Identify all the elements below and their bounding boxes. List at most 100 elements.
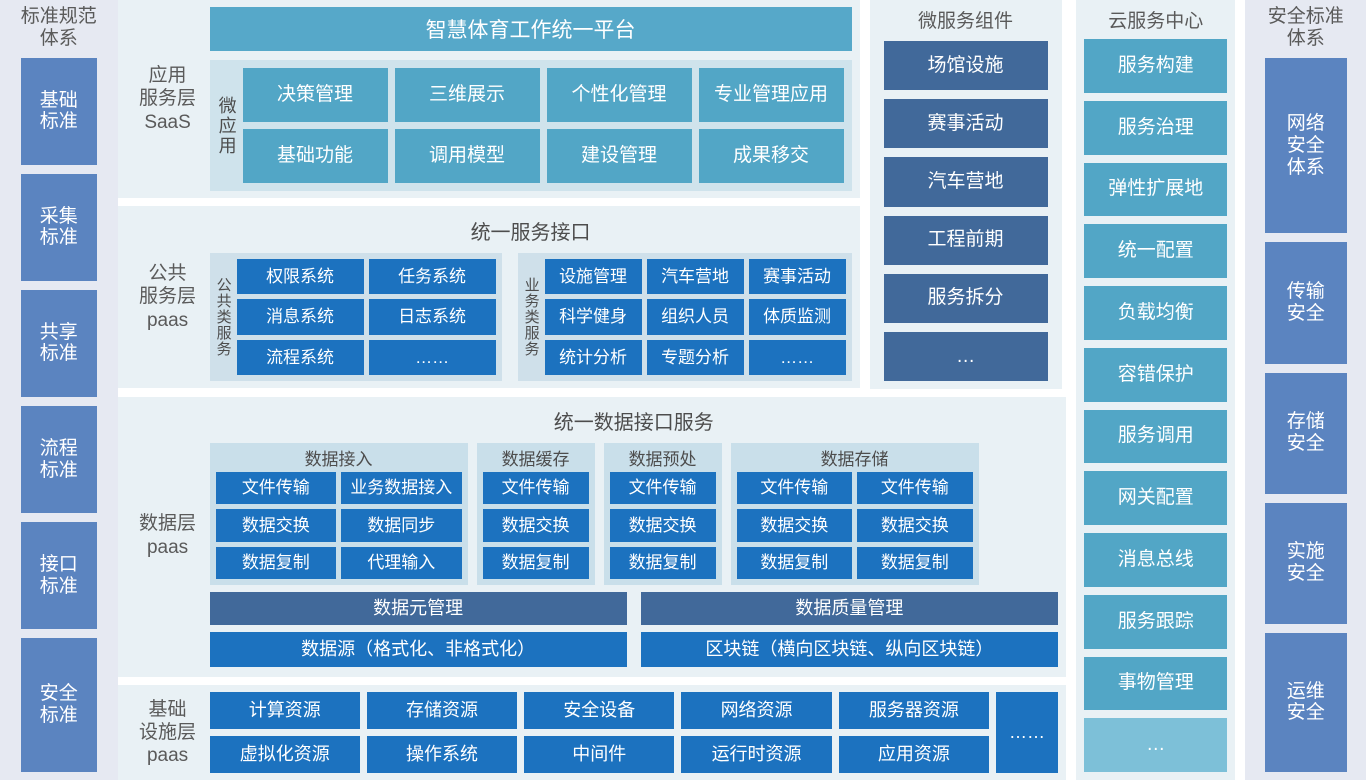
biz-service-item-0[interactable]: 设施管理 <box>544 259 642 295</box>
cloud-item-7[interactable]: 网关配置 <box>1084 471 1228 525</box>
security-item-0[interactable]: 网络 安全 体系 <box>1264 57 1347 234</box>
infra-item-6[interactable]: 操作系统 <box>366 736 518 773</box>
cloud-item-5[interactable]: 容错保护 <box>1084 347 1228 402</box>
data-preprocess-item-0[interactable]: 文件传输 <box>609 472 716 505</box>
data-access-item-3[interactable]: 数据同步 <box>341 509 462 542</box>
security-item-3[interactable]: 实施 安全 <box>1264 502 1347 624</box>
biz-service-item-1[interactable]: 汽车营地 <box>646 259 744 295</box>
infra-item-1[interactable]: 存储资源 <box>366 692 518 729</box>
pub-service-item-0[interactable]: 权限系统 <box>236 259 364 295</box>
data-cache-item-0[interactable]: 文件传输 <box>482 472 589 505</box>
microservice-item-4[interactable]: 服务拆分 <box>883 273 1048 323</box>
biz-service-item-8[interactable]: …… <box>748 339 846 375</box>
infra-item-4[interactable]: 服务器资源 <box>838 692 989 729</box>
blockchain[interactable]: 区块链（横向区块链、纵向区块链） <box>640 632 1058 667</box>
biz-service-item-5[interactable]: 体质监测 <box>748 299 846 335</box>
data-storage-item-2[interactable]: 数据交换 <box>736 509 853 542</box>
public-service-layer: 公共 服务层 paas 统一服务接口 公共类服务 权限系统 <box>117 206 860 388</box>
data-source[interactable]: 数据源（格式化、非格式化） <box>209 632 627 667</box>
cloud-item-1[interactable]: 服务治理 <box>1084 100 1228 155</box>
cloud-item-2[interactable]: 弹性扩展地 <box>1084 162 1228 217</box>
public-service-layer-label: 公共 服务层 paas <box>139 263 197 331</box>
standard-item-2[interactable]: 共享 标准 <box>20 289 97 397</box>
cloud-item-3[interactable]: 统一配置 <box>1084 224 1228 278</box>
unified-service-interface-banner: 统一服务接口 <box>470 221 591 244</box>
cloud-item-6[interactable]: 服务调用 <box>1084 409 1228 464</box>
infrastructure-layer: 基础 设施层 paas 计算资源 存储资源 安全设备 网络资源 服务器资源 虚拟… <box>117 685 1066 780</box>
pub-service-item-3[interactable]: 日志系统 <box>368 299 496 335</box>
biz-service-item-2[interactable]: 赛事活动 <box>748 259 846 295</box>
biz-service-item-3[interactable]: 科学健身 <box>544 299 642 335</box>
security-item-2[interactable]: 存储 安全 <box>1264 372 1347 494</box>
app-item-5[interactable]: 调用模型 <box>394 129 540 183</box>
data-preprocess-item-2[interactable]: 数据复制 <box>609 546 716 579</box>
data-storage-item-4[interactable]: 数据复制 <box>736 546 853 579</box>
standard-item-3[interactable]: 流程 标准 <box>20 406 97 514</box>
spacer <box>1066 0 1076 780</box>
biz-service-item-6[interactable]: 统计分析 <box>544 339 642 375</box>
data-quality-management[interactable]: 数据质量管理 <box>640 591 1058 625</box>
cloud-item-8[interactable]: 消息总线 <box>1084 533 1228 587</box>
data-access-item-5[interactable]: 代理输入 <box>341 546 462 579</box>
biz-service-item-7[interactable]: 专题分析 <box>646 339 744 375</box>
standard-item-0[interactable]: 基础 标准 <box>20 57 97 165</box>
microservice-item-more[interactable]: … <box>883 331 1048 382</box>
infra-item-more[interactable]: …… <box>996 692 1058 773</box>
pub-service-item-4[interactable]: 流程系统 <box>236 339 364 375</box>
standard-item-5[interactable]: 安全 标准 <box>20 638 97 772</box>
infra-item-5[interactable]: 虚拟化资源 <box>209 736 360 773</box>
right-security-title-line2: 体系 <box>1286 28 1325 50</box>
pub-service-item-2[interactable]: 消息系统 <box>236 299 364 335</box>
data-access-item-4[interactable]: 数据复制 <box>215 546 337 579</box>
cloud-item-more[interactable]: … <box>1084 718 1228 772</box>
data-access-item-1[interactable]: 业务数据接入 <box>341 472 462 505</box>
data-storage-item-3[interactable]: 数据交换 <box>857 509 973 542</box>
data-access-item-2[interactable]: 数据交换 <box>215 509 337 542</box>
data-preprocess-item-1[interactable]: 数据交换 <box>609 509 716 542</box>
infra-item-7[interactable]: 中间件 <box>524 736 675 773</box>
data-storage-item-1[interactable]: 文件传输 <box>857 472 973 505</box>
standard-item-1[interactable]: 采集 标准 <box>20 173 97 281</box>
app-item-1[interactable]: 三维展示 <box>394 68 540 122</box>
data-cache-item-1[interactable]: 数据交换 <box>482 509 589 542</box>
cloud-item-4[interactable]: 负载均衡 <box>1084 286 1228 340</box>
app-item-6[interactable]: 建设管理 <box>546 129 692 183</box>
data-layer: 数据层 paas 统一数据接口服务 数据接入 文件传输 业务数据接入 数据交换 … <box>117 397 1066 677</box>
infra-item-3[interactable]: 网络资源 <box>681 692 832 729</box>
data-preprocess-title: 数据预处 <box>628 450 697 470</box>
pub-service-item-5[interactable]: …… <box>368 339 496 375</box>
app-item-0[interactable]: 决策管理 <box>242 68 388 122</box>
microservice-item-2[interactable]: 汽车营地 <box>883 157 1048 207</box>
app-item-7[interactable]: 成果移交 <box>698 129 844 183</box>
micro-application-group: 微应用 决策管理 三维展示 个性化管理 专业管理应用 基础功能 调用模型 建设管… <box>209 60 852 191</box>
infra-item-0[interactable]: 计算资源 <box>209 692 360 729</box>
app-item-2[interactable]: 个性化管理 <box>546 68 692 122</box>
cloud-item-10[interactable]: 事物管理 <box>1084 656 1228 711</box>
standard-item-4[interactable]: 接口 标准 <box>20 522 97 630</box>
spacer <box>117 389 1066 397</box>
security-item-4[interactable]: 运维 安全 <box>1264 632 1347 773</box>
business-class-service-label: 业务类服务 <box>522 277 540 357</box>
data-cache-item-2[interactable]: 数据复制 <box>482 546 589 579</box>
infra-item-8[interactable]: 运行时资源 <box>681 736 832 773</box>
data-source-row: 数据源（格式化、非格式化） 区块链（横向区块链、纵向区块链） <box>209 632 1058 667</box>
infra-item-2[interactable]: 安全设备 <box>524 692 675 729</box>
data-storage-item-5[interactable]: 数据复制 <box>857 546 973 579</box>
microservice-item-1[interactable]: 赛事活动 <box>883 99 1048 149</box>
infra-item-9[interactable]: 应用资源 <box>838 736 989 773</box>
data-groups: 数据接入 文件传输 业务数据接入 数据交换 数据同步 数据复制 代理输入 数据缓… <box>209 443 1058 585</box>
biz-service-item-4[interactable]: 组织人员 <box>646 299 744 335</box>
data-layer-label: 数据层 paas <box>139 513 197 558</box>
security-item-1[interactable]: 传输 安全 <box>1264 242 1347 364</box>
app-item-4[interactable]: 基础功能 <box>242 129 388 183</box>
data-storage-item-0[interactable]: 文件传输 <box>736 472 853 505</box>
microservice-item-0[interactable]: 场馆设施 <box>883 41 1048 91</box>
cloud-item-0[interactable]: 服务构建 <box>1084 39 1228 93</box>
metadata-management[interactable]: 数据元管理 <box>209 591 627 625</box>
cloud-item-9[interactable]: 服务跟踪 <box>1084 594 1228 649</box>
data-storage-title: 数据存储 <box>820 450 889 470</box>
microservice-item-3[interactable]: 工程前期 <box>883 215 1048 265</box>
app-item-3[interactable]: 专业管理应用 <box>698 68 844 122</box>
data-access-item-0[interactable]: 文件传输 <box>215 472 337 505</box>
pub-service-item-1[interactable]: 任务系统 <box>368 259 496 295</box>
